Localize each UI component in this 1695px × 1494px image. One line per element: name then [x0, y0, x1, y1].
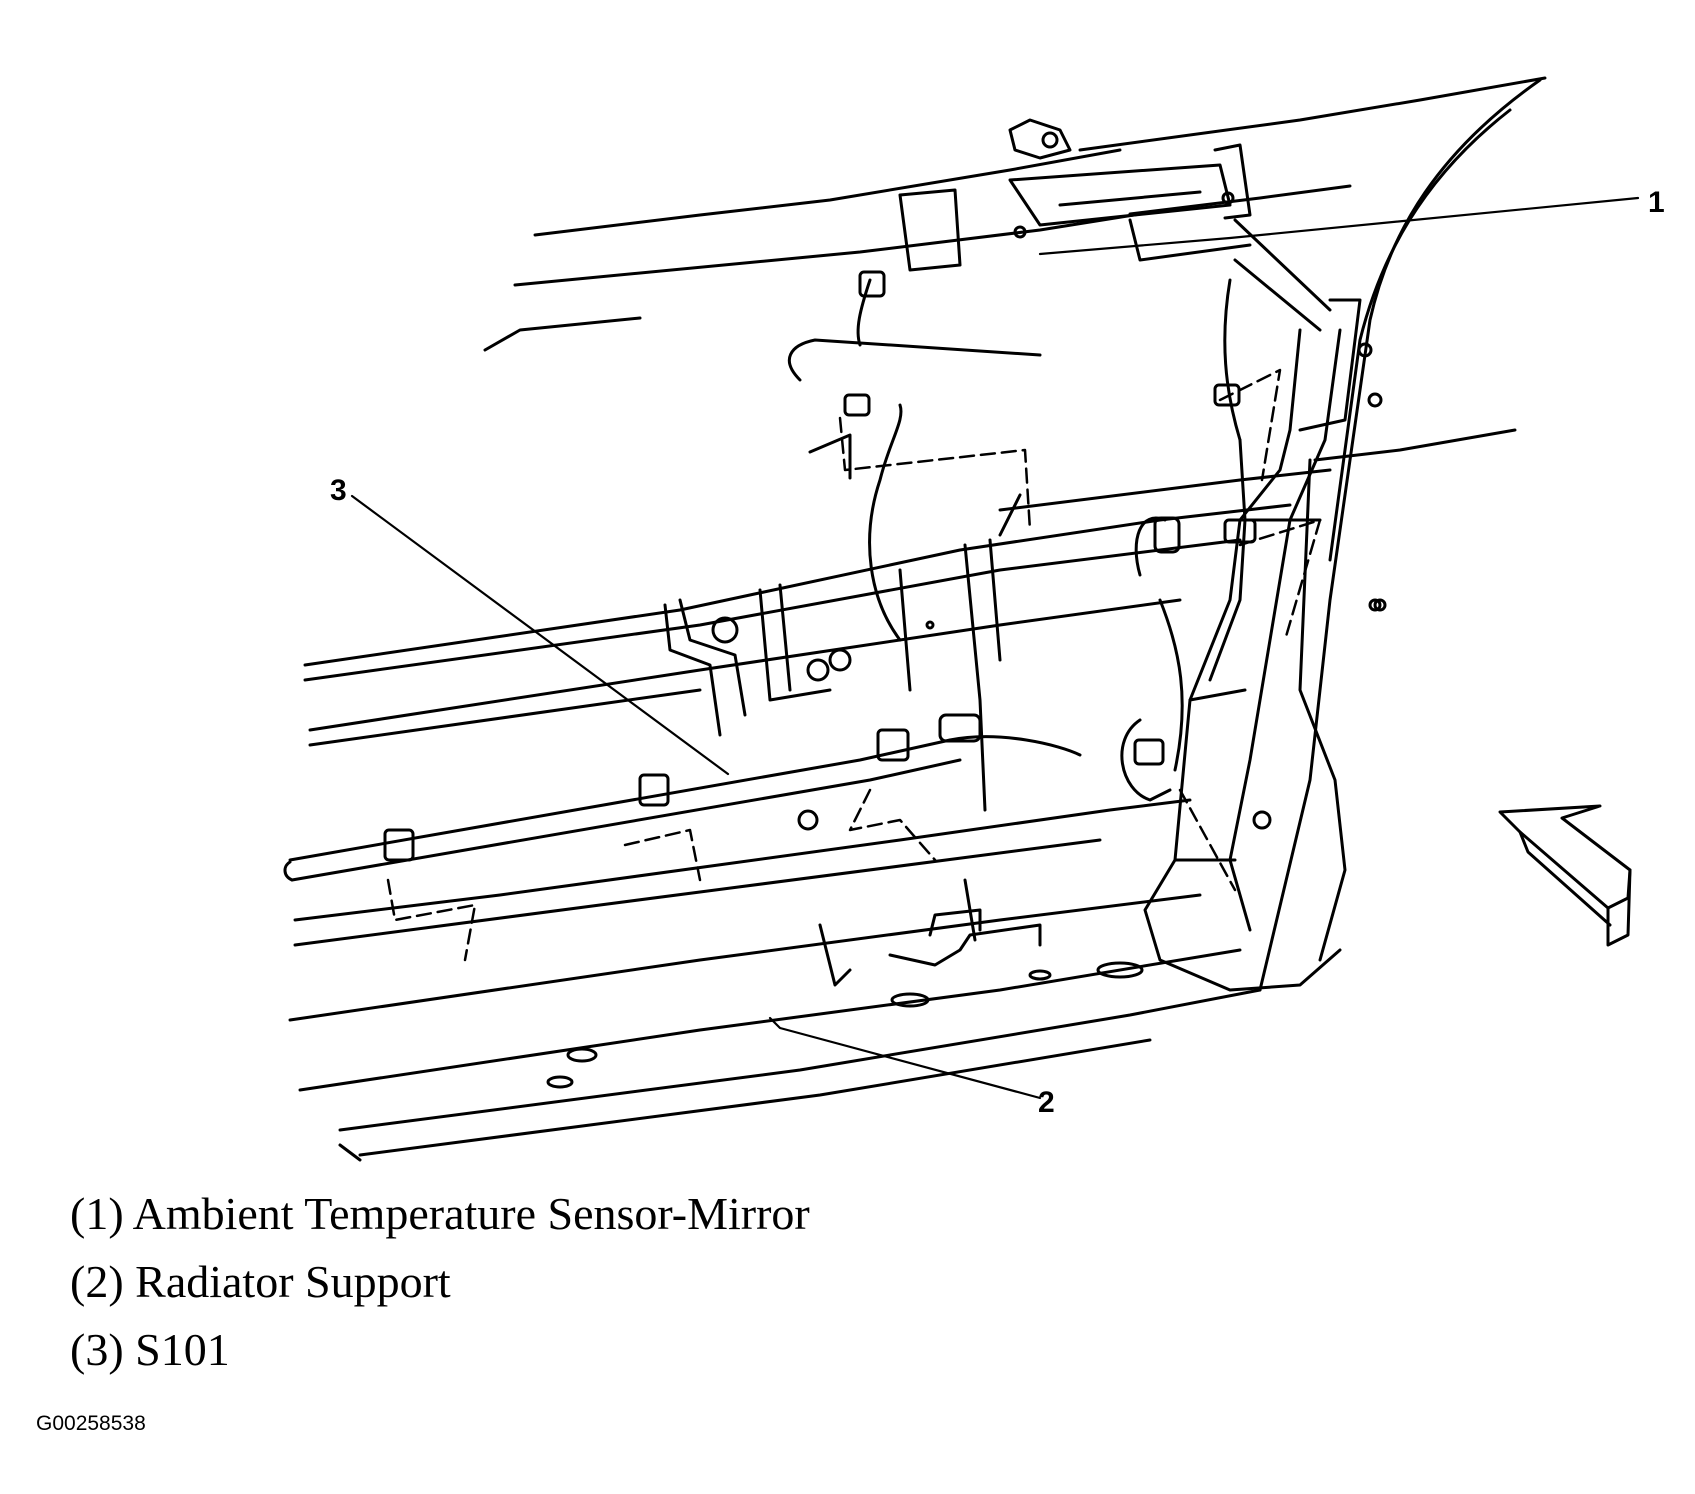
center-support-section: [663, 538, 1002, 987]
callout-3-leader: [350, 494, 730, 776]
callout-1-leader: [1038, 196, 1640, 256]
upper-tie-bar: [483, 76, 1547, 352]
figure-id: G00258538: [36, 1412, 146, 1435]
locator-leaders: [386, 368, 1322, 962]
harness-clips: [383, 218, 1257, 862]
callout-2-leader: [768, 1016, 1042, 1100]
legend-item-radiator-support: (2) Radiator Support: [70, 1256, 451, 1307]
side-support-bracket: [1143, 328, 1382, 992]
radiator-support-beams: [288, 468, 1332, 1162]
callout-3-number: 3: [330, 474, 347, 507]
callout-leaders: [350, 196, 1640, 1100]
wiring-harness: [283, 278, 1247, 882]
callout-2-number: 2: [1038, 1086, 1055, 1119]
legend-item-ambient-temperature-sensor: (1) Ambient Temperature Sensor-Mirror: [70, 1188, 810, 1239]
right-fender-apron: [1233, 78, 1542, 992]
legend-item-s101: (3) S101: [70, 1324, 230, 1375]
callout-1-number: 1: [1648, 186, 1665, 219]
legend: (1) Ambient Temperature Sensor-Mirror (2…: [70, 1180, 810, 1384]
view-direction-arrow-icon: [1498, 804, 1632, 947]
